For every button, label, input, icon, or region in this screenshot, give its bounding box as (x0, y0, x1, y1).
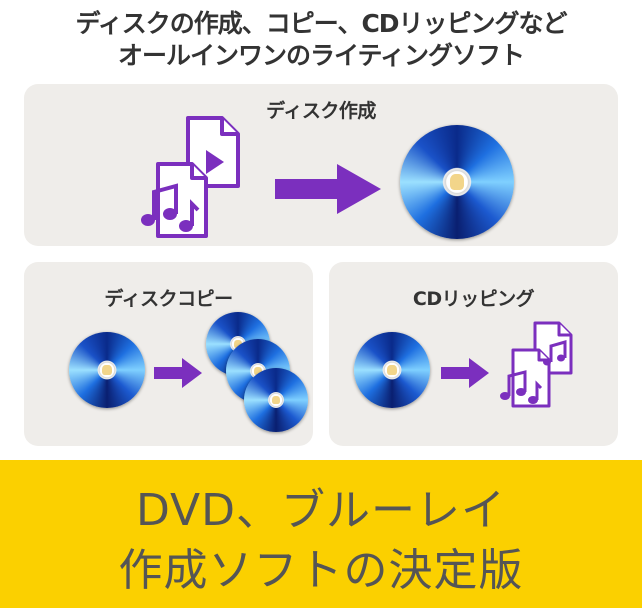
panel-cd-ripping: CDリッピング (329, 262, 618, 446)
headline-line2: オールインワンのライティングソフト (117, 41, 525, 70)
panel-title: ディスク作成 (266, 100, 376, 122)
banner: DVD、ブルーレイ 作成ソフトの決定版 (0, 460, 642, 608)
banner-line1: DVD、ブルーレイ (135, 485, 507, 536)
panel-disc-create: ディスク作成 (24, 84, 618, 246)
arrow-right-icon (275, 164, 381, 214)
panel-disc-copy: ディスクコピー (24, 262, 313, 446)
disc-icon (69, 332, 145, 408)
banner-line2: 作成ソフトの決定版 (118, 545, 524, 596)
headline-line1: ディスクの作成、コピー、CDリッピングなど (75, 9, 567, 38)
music-files-icon (500, 321, 573, 408)
arrow-right-icon (154, 358, 202, 388)
disc-icon (400, 125, 514, 239)
panel-title: CDリッピング (412, 288, 535, 310)
arrow-right-icon (441, 358, 489, 388)
panel-title: ディスクコピー (104, 288, 233, 310)
disc-icon (354, 332, 430, 408)
disc-icon (244, 368, 308, 432)
media-files-icon (141, 116, 240, 238)
